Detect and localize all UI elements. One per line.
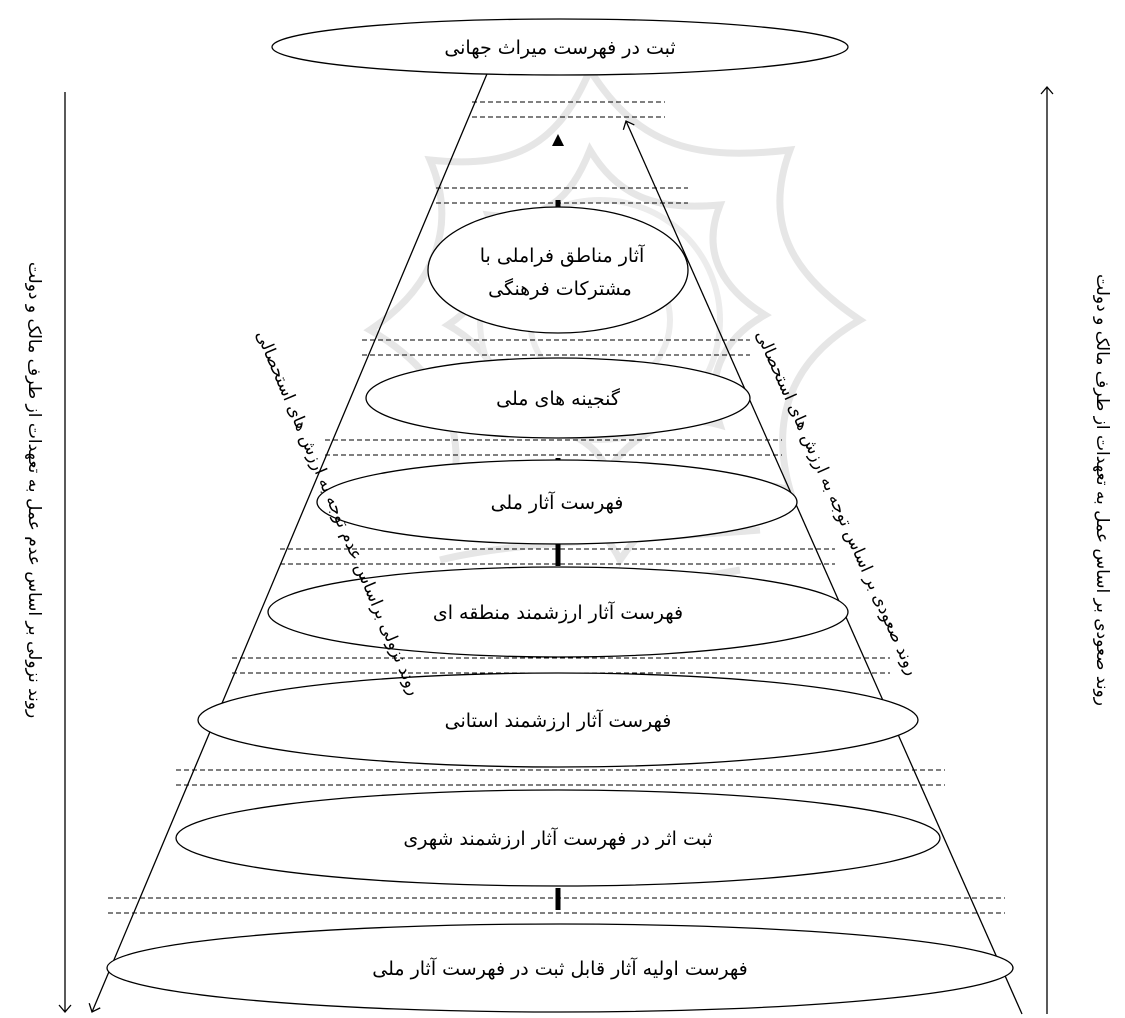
left-side-arrow	[88, 61, 493, 1013]
level-transnational: آثار مناطق فراملی با مشترکات فرهنگی	[427, 206, 689, 334]
level-national-list: فهرست آثار ملی	[316, 459, 798, 545]
level-urban: ثبت اثر در فهرست آثار ارزشمند شهری	[175, 789, 941, 887]
level-world: ثبت در فهرست میراث جهانی	[271, 18, 849, 76]
level-regional: فهرست آثار ارزشمند منطقه ای	[267, 566, 849, 658]
level-national-list-label: فهرست آثار ملی	[491, 490, 624, 514]
level-urban-label: ثبت اثر در فهرست آثار ارزشمند شهری	[403, 826, 712, 850]
level-provincial-label: فهرست آثار ارزشمند استانی	[445, 708, 672, 732]
outer-arrows	[58, 86, 1054, 1014]
level-initial-label: فهرست اولیه آثار قابل ثبت در فهرست آثار …	[372, 956, 748, 980]
level-national-treasures: گنجینه های ملی	[365, 357, 751, 439]
level-national-treasures-label: گنجینه های ملی	[496, 387, 621, 410]
level-initial: فهرست اولیه آثار قابل ثبت در فهرست آثار …	[106, 923, 1014, 1013]
level-regional-label: فهرست آثار ارزشمند منطقه ای	[433, 600, 683, 624]
pyramid-sides	[88, 61, 1023, 1015]
level-transnational-label-line1: آثار مناطق فراملی با	[480, 243, 645, 267]
outer-right-label: روند صعودی بر اساس عمل به تعهدات از طرف …	[1092, 274, 1112, 706]
right-side-arrow	[622, 120, 1023, 1015]
level-provincial: فهرست آثار ارزشمند استانی	[197, 672, 919, 768]
level-world-label: ثبت در فهرست میراث جهانی	[444, 37, 675, 59]
outer-left-label: روند نزولی بر اساس عدم عمل به تعهدات از …	[24, 262, 44, 718]
level-transnational-label-line2: مشترکات فرهنگی	[488, 277, 632, 300]
